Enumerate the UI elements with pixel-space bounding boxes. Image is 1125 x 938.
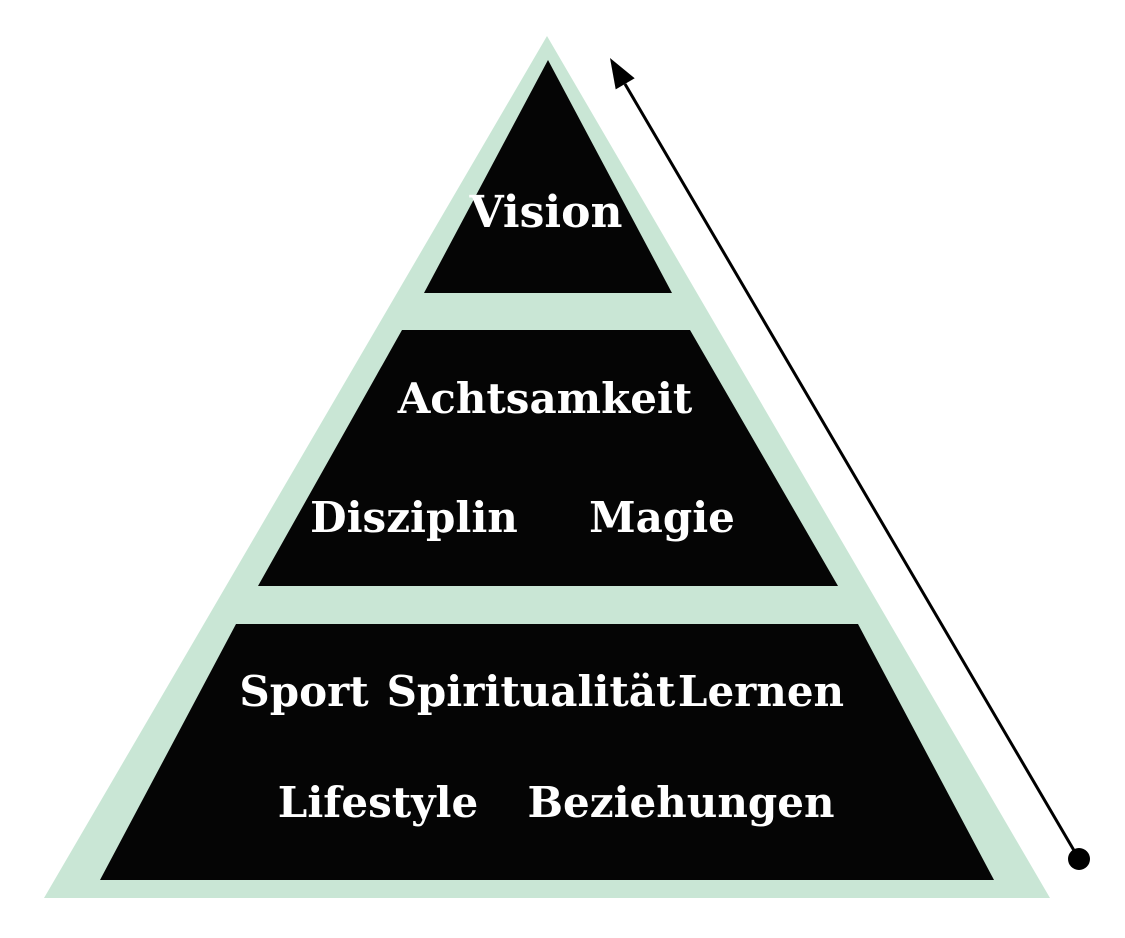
label-sport: Sport [239, 667, 369, 716]
label-disziplin: Disziplin [310, 493, 518, 542]
arrow-head-icon [610, 58, 635, 90]
label-vision: Vision [469, 187, 623, 238]
label-magie: Magie [589, 493, 735, 542]
label-lifestyle: Lifestyle [278, 778, 478, 827]
tier-vision-shape [424, 60, 672, 293]
label-beziehungen: Beziehungen [528, 778, 835, 827]
tier-bottom-shape [100, 624, 994, 880]
label-achtsamkeit: Achtsamkeit [397, 374, 693, 423]
tier-middle-shape [258, 330, 838, 586]
label-lernen: Lernen [678, 667, 844, 716]
growth-arrow-shaft [623, 83, 1081, 860]
label-spiritualitaet: Spiritualität [387, 667, 676, 716]
arrow-start-dot [1068, 848, 1090, 870]
